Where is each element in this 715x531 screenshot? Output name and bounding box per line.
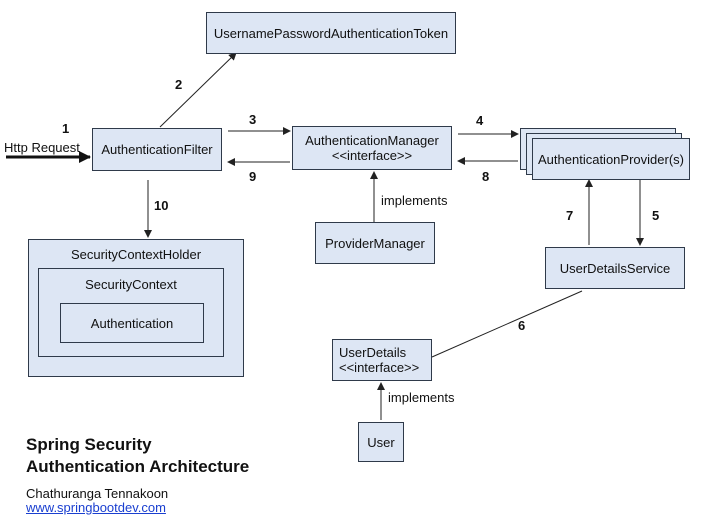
provider-manager-box: ProviderManager: [315, 222, 435, 264]
sch-label: SecurityContextHolder: [70, 247, 202, 262]
uds-label: UserDetailsService: [559, 260, 671, 276]
authentication-box: Authentication: [60, 303, 204, 343]
step-1: 1: [62, 121, 70, 136]
implements-label-top: implements: [381, 193, 448, 208]
author-name: Chathuranga Tennakoon: [26, 486, 169, 501]
authentication-filter-box: AuthenticationFilter: [92, 128, 222, 171]
manager-interface-label: <<interface>>: [331, 148, 413, 163]
diagram-title: Spring Security Authentication Architect…: [26, 434, 249, 478]
title-line-2: Authentication Architecture: [26, 457, 250, 476]
title-line-1: Spring Security: [26, 435, 152, 454]
step-6: 6: [518, 318, 526, 333]
step-5: 5: [652, 208, 660, 223]
user-box: User: [358, 422, 404, 462]
step-8: 8: [482, 169, 490, 184]
authentication-label: Authentication: [90, 315, 174, 331]
step-9: 9: [249, 169, 257, 184]
website-link[interactable]: www.springbootdev.com: [26, 500, 166, 515]
step-2: 2: [175, 77, 183, 92]
step-7: 7: [566, 208, 574, 223]
step-4: 4: [476, 113, 484, 128]
user-details-box: UserDetails <<interface>>: [332, 339, 432, 381]
token-label: UsernamePasswordAuthenticationToken: [213, 25, 449, 41]
implements-label-bottom: implements: [388, 390, 455, 405]
authentication-manager-box: AuthenticationManager <<interface>>: [292, 126, 452, 170]
user-label: User: [367, 434, 395, 450]
sc-label: SecurityContext: [85, 277, 177, 292]
authentication-provider-box: AuthenticationProvider(s): [532, 138, 690, 180]
step-10: 10: [154, 198, 169, 213]
ud-interface-label: <<interface>>: [339, 360, 420, 375]
manager-label: AuthenticationManager: [305, 133, 439, 148]
provider-manager-label: ProviderManager: [325, 235, 425, 251]
filter-label: AuthenticationFilter: [101, 142, 213, 157]
step-3: 3: [249, 112, 257, 127]
http-request-label: Http Request: [4, 140, 80, 155]
provider-label: AuthenticationProvider(s): [538, 151, 684, 167]
user-details-service-box: UserDetailsService: [545, 247, 685, 289]
arrow-2: [159, 52, 237, 128]
ud-label: UserDetails: [339, 345, 407, 360]
line-6: [431, 290, 583, 358]
username-password-authentication-token-box: UsernamePasswordAuthenticationToken: [206, 12, 456, 54]
